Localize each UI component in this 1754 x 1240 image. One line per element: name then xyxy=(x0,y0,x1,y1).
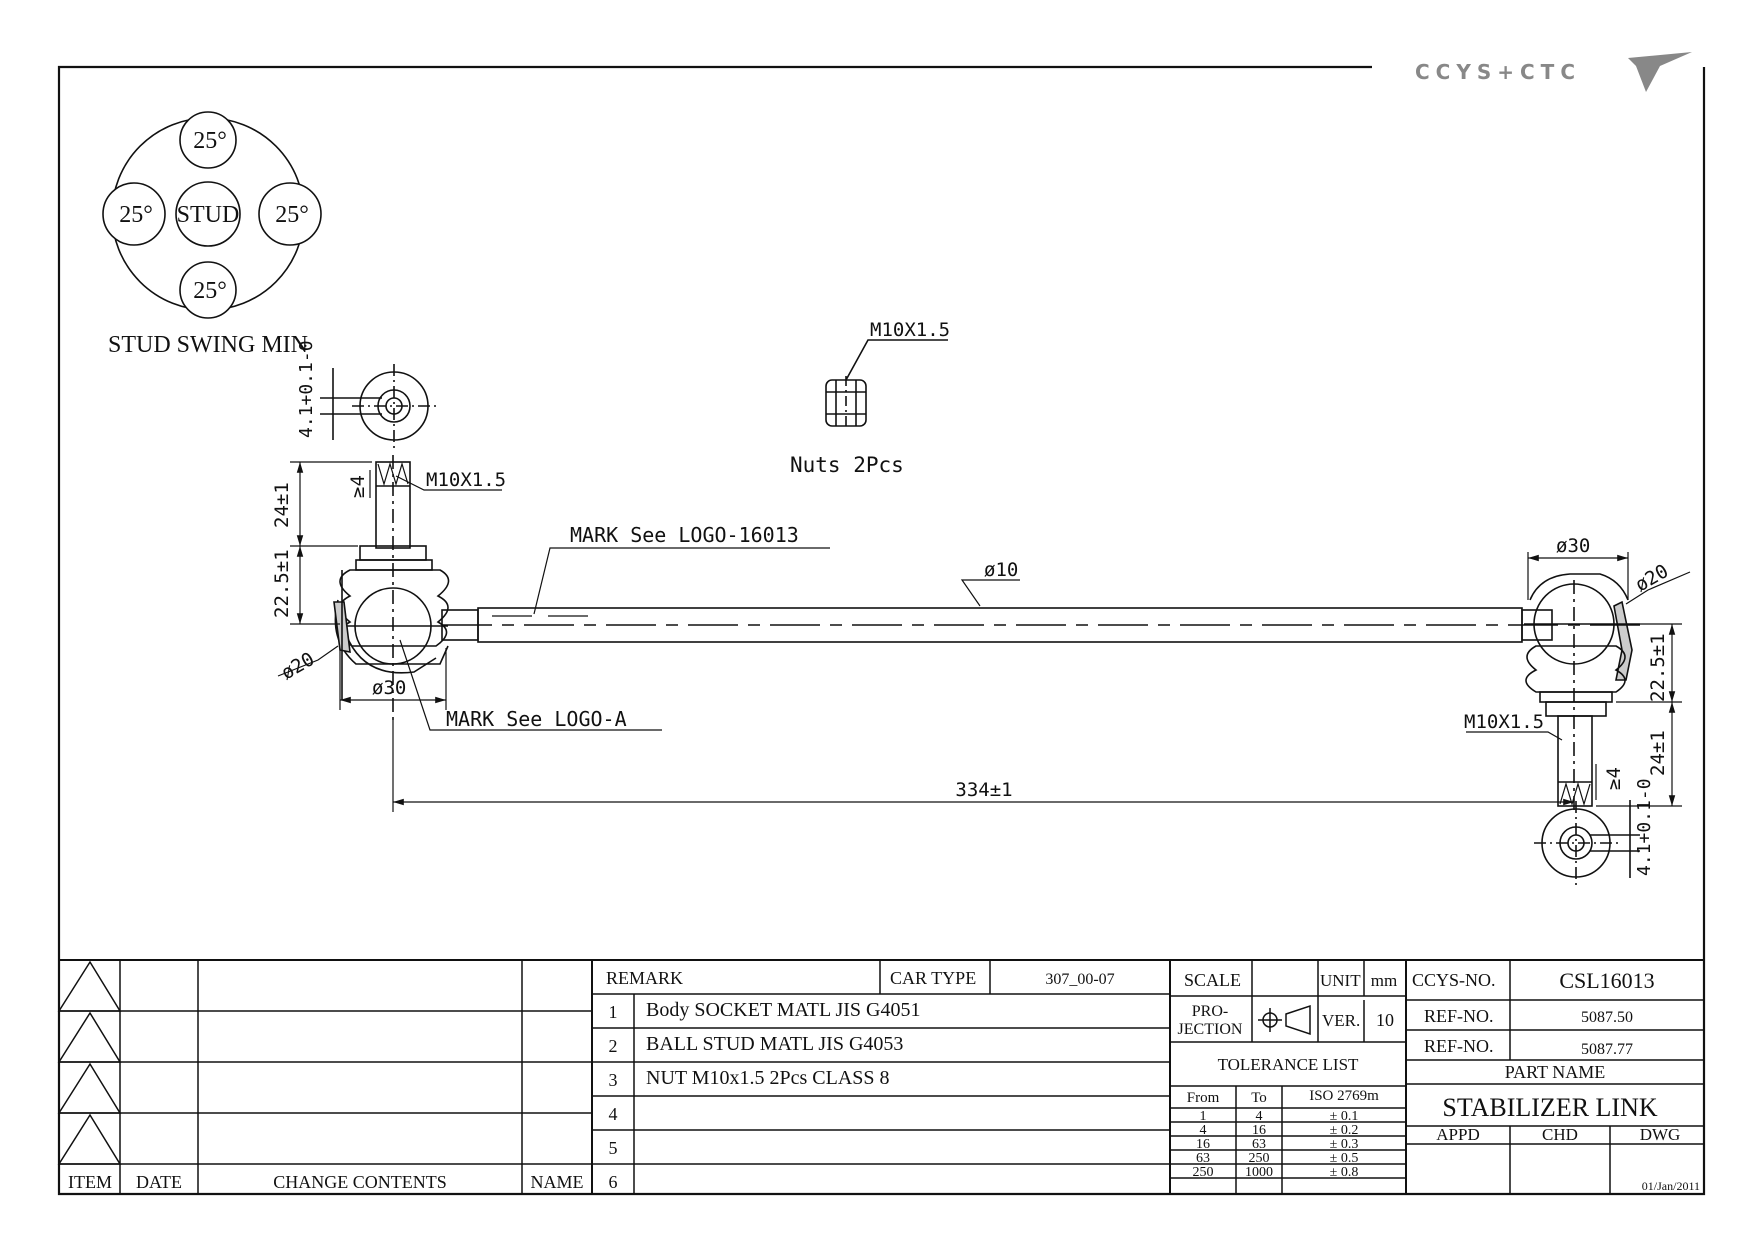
tolerance-cell: 1 xyxy=(1200,1109,1207,1124)
dia20-label-right: ø20 xyxy=(1632,560,1673,596)
stud-swing-caption: STUD SWING MIN xyxy=(108,332,308,358)
overall-length-label: 334±1 xyxy=(955,779,1012,801)
dwg-label: DWG xyxy=(1640,1125,1681,1144)
remark-no-2: 2 xyxy=(609,1036,618,1056)
tolerance-cell: ± 0.8 xyxy=(1330,1165,1359,1180)
stud-length-left: 24±1 xyxy=(271,482,293,528)
tolerance-cell: 16 xyxy=(1196,1137,1210,1152)
car-type-value: 307_00-07 xyxy=(1045,971,1114,988)
brand-mark-icon xyxy=(1628,52,1692,92)
part-name-label: PART NAME xyxy=(1505,1062,1605,1082)
min-length-right: ≥4 xyxy=(1603,767,1625,790)
min-length-left: ≥4 xyxy=(347,475,369,498)
ref-no-label-1: REF-NO. xyxy=(1424,1006,1494,1026)
remark-no-3: 3 xyxy=(609,1070,618,1090)
unit-label: UNIT xyxy=(1320,971,1361,990)
stud-swing-angle-left: 25° xyxy=(119,202,153,228)
stud-swing-center: STUD xyxy=(177,202,240,228)
tolerance-title: TOLERANCE LIST xyxy=(1218,1055,1359,1074)
ref-no-value-1: 5087.50 xyxy=(1581,1009,1633,1026)
wrench-flat-dim-right: 4.1+0.1-0 xyxy=(1634,778,1655,876)
tolerance-cell: ± 0.5 xyxy=(1330,1151,1359,1166)
ccys-no-label: CCYS-NO. xyxy=(1412,970,1496,990)
chd-label: CHD xyxy=(1542,1125,1578,1144)
tolerance-cell: 63 xyxy=(1252,1137,1266,1152)
remark-no-5: 5 xyxy=(609,1138,618,1158)
rod xyxy=(441,607,1640,643)
brand-logo: CCYS+CTC xyxy=(1415,52,1692,92)
dimension-lines xyxy=(277,461,1691,812)
tolerance-cell: 63 xyxy=(1196,1151,1210,1166)
wrench-flat-dim-left: 4.1+0.1-0 xyxy=(296,340,317,438)
brand-logo-text: CCYS+CTC xyxy=(1415,60,1581,84)
projection-label-2: JECTION xyxy=(1178,1021,1243,1038)
dia30-label-right: ø30 xyxy=(1556,535,1590,557)
tolerance-cell: 4 xyxy=(1256,1109,1263,1124)
ver-value: 10 xyxy=(1376,1010,1394,1030)
tolerance-cell: ± 0.3 xyxy=(1330,1137,1359,1152)
tolerance-header-from: From xyxy=(1187,1090,1220,1106)
remark-text-1: Body SOCKET MATL JIS G4051 xyxy=(646,999,920,1021)
appd-label: APPD xyxy=(1436,1125,1479,1144)
part-name-value: STABILIZER LINK xyxy=(1442,1093,1657,1122)
projection-label-1: PRO- xyxy=(1192,1003,1228,1020)
tolerance-header-to: To xyxy=(1251,1090,1267,1106)
ccys-no-value: CSL16013 xyxy=(1559,968,1654,993)
nut-thread-label: M10X1.5 xyxy=(870,319,950,341)
remark-text-2: BALL STUD MATL JIS G4053 xyxy=(646,1033,903,1055)
thread-label-left: M10X1.5 xyxy=(426,469,506,491)
mark-logo-16013-label: MARK See LOGO-16013 xyxy=(570,523,799,547)
stud-swing-diagram xyxy=(102,111,322,319)
tolerance-cell: ± 0.2 xyxy=(1330,1123,1359,1138)
thread-label-right: M10X1.5 xyxy=(1464,711,1544,733)
tolerance-cell: 250 xyxy=(1249,1151,1270,1166)
ver-label: VER. xyxy=(1322,1011,1360,1030)
tolerance-header-iso: ISO 2769m xyxy=(1309,1088,1379,1104)
drawing-frame xyxy=(57,65,1706,1196)
rod-diameter-label: ø10 xyxy=(984,559,1018,581)
stud-length-right: 24±1 xyxy=(1647,730,1669,776)
tolerance-cell: ± 0.1 xyxy=(1330,1109,1359,1124)
end-view-left xyxy=(320,364,436,448)
dia30-label-left: ø30 xyxy=(372,677,406,699)
body-height-left: 22.5±1 xyxy=(271,549,293,618)
rev-header-item: ITEM xyxy=(68,1172,112,1192)
stud-swing-angle-top: 25° xyxy=(193,128,227,154)
ref-no-label-2: REF-NO. xyxy=(1424,1036,1494,1056)
mark-logo-a-label: MARK See LOGO-A xyxy=(446,707,627,731)
ref-no-value-2: 5087.77 xyxy=(1581,1041,1633,1058)
ball-joint-left xyxy=(333,455,450,720)
nut-detail xyxy=(825,339,948,430)
tolerance-cell: 4 xyxy=(1200,1123,1207,1138)
dia20-label-left: ø20 xyxy=(278,648,319,684)
unit-value: mm xyxy=(1371,971,1397,990)
nut-quantity-label: Nuts 2Pcs xyxy=(790,453,904,477)
remark-header: REMARK xyxy=(606,968,683,988)
ball-joint-right xyxy=(1524,573,1640,810)
car-type-label: CAR TYPE xyxy=(890,968,976,988)
remark-no-4: 4 xyxy=(609,1104,618,1124)
tolerance-cell: 1000 xyxy=(1245,1165,1273,1180)
tolerance-cell: 16 xyxy=(1252,1123,1266,1138)
title-block-grid xyxy=(57,959,1704,1194)
rev-header-date: DATE xyxy=(136,1172,182,1192)
remark-no-6: 6 xyxy=(609,1172,618,1192)
end-view-right xyxy=(1534,800,1640,885)
rev-header-change-contents: CHANGE CONTENTS xyxy=(273,1172,447,1192)
stud-swing-angle-right: 25° xyxy=(275,202,309,228)
rev-header-name: NAME xyxy=(531,1172,584,1192)
remark-text-3: NUT M10x1.5 2Pcs CLASS 8 xyxy=(646,1067,890,1089)
body-height-right: 22.5±1 xyxy=(1647,633,1669,702)
stud-swing-angle-bottom: 25° xyxy=(193,278,227,304)
tolerance-cell: 250 xyxy=(1193,1165,1214,1180)
scale-label: SCALE xyxy=(1184,970,1241,990)
drawing-date: 01/Jan/2011 xyxy=(1642,1179,1700,1193)
remark-no-1: 1 xyxy=(609,1002,618,1022)
